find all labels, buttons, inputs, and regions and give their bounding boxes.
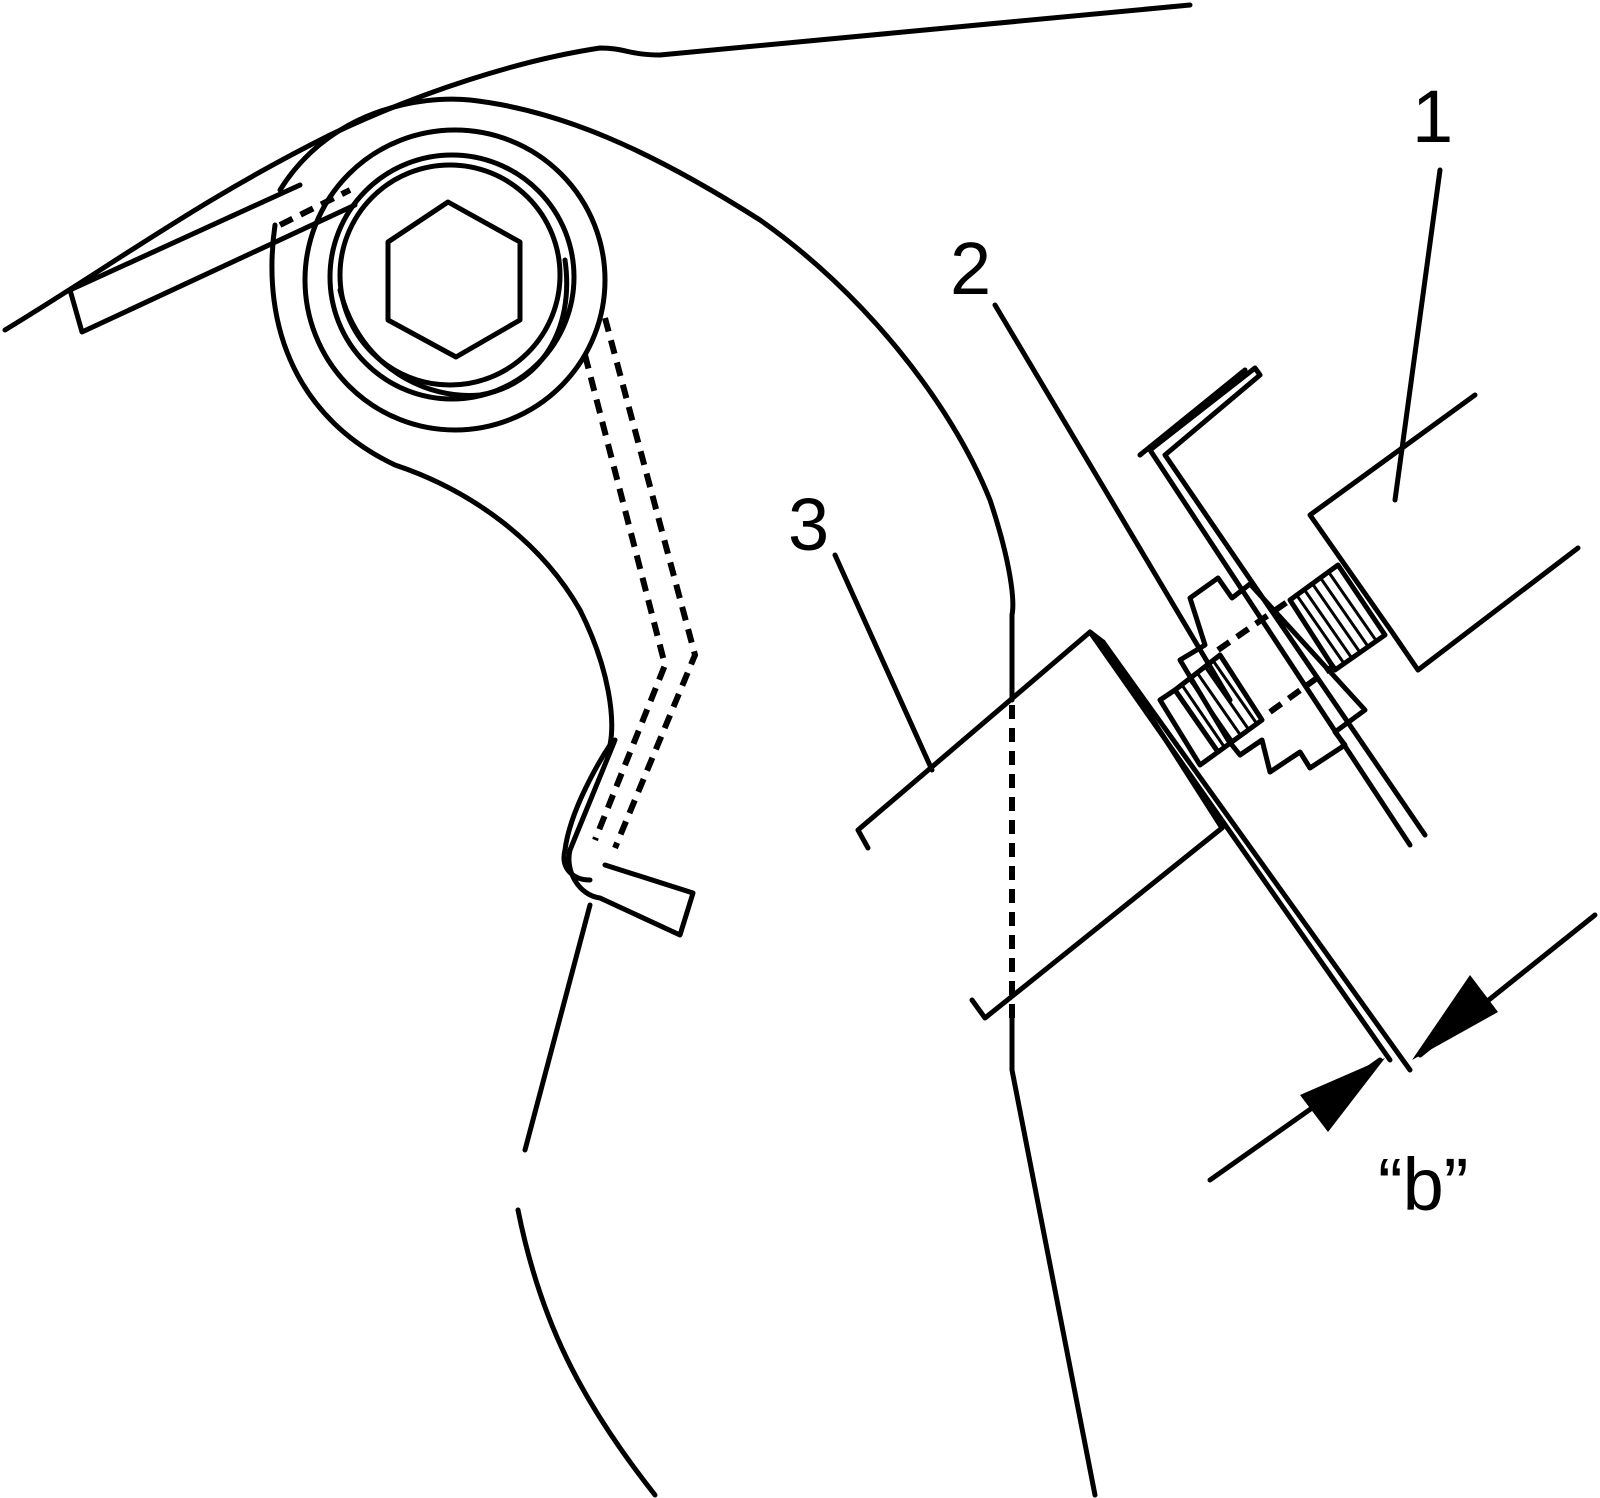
adjuster-stud-tip (1157, 687, 1221, 768)
spring-lower-hook (566, 737, 696, 938)
adjuster-hidden-1 (1216, 597, 1292, 653)
hinge-arm-outline (269, 222, 615, 883)
spring-hidden-leg-outer (602, 317, 699, 850)
dimension-arrow-left (1300, 1058, 1385, 1132)
leader-line-1 (1392, 167, 1443, 503)
pivot-inner-ring-lower (337, 257, 570, 399)
plate-2-edge (1147, 447, 1413, 848)
adjuster-1-thread-housing (1287, 562, 1388, 673)
callout-1: 1 (1412, 75, 1454, 158)
spring-hidden-leg-inner (582, 354, 669, 842)
plate-2 (1147, 365, 1428, 838)
adjuster-1-body (1307, 392, 1581, 673)
dimension-arrow-right (1412, 975, 1498, 1060)
hinge-arm-upper-outline (277, 96, 1016, 618)
plate-2-inner (1137, 367, 1248, 458)
leader-line-2 (992, 302, 1233, 703)
adjuster-hidden-2 (1268, 662, 1337, 715)
pivot-outer-ring (302, 127, 608, 433)
adjuster-1-thread-lines (1296, 572, 1377, 664)
body-edge-lower (1009, 1007, 1098, 1498)
panel-top-edge (2, 2, 1193, 333)
hinge-arm-lower-left-2 (515, 1207, 658, 1498)
callout-2: 2 (950, 227, 992, 310)
callout-3: 3 (788, 483, 830, 566)
dimension-label-b: “b” (1378, 1143, 1469, 1226)
adjuster-nut (1177, 575, 1368, 775)
bracket-3 (855, 629, 1225, 1021)
spring-end-tab (67, 182, 358, 335)
spring-hidden-coil (278, 187, 352, 228)
hex-bolt-head (385, 199, 523, 360)
hinge-arm-lower-left (522, 902, 593, 1153)
adjuster-stud-threads (1180, 660, 1259, 750)
pivot-inner-ring (337, 162, 563, 388)
leader-line-3 (832, 552, 935, 773)
bracket-3-plate (1087, 629, 1393, 1063)
bracket-3-plate-inner (1100, 639, 1413, 1073)
pivot-middle-ring (327, 152, 577, 402)
